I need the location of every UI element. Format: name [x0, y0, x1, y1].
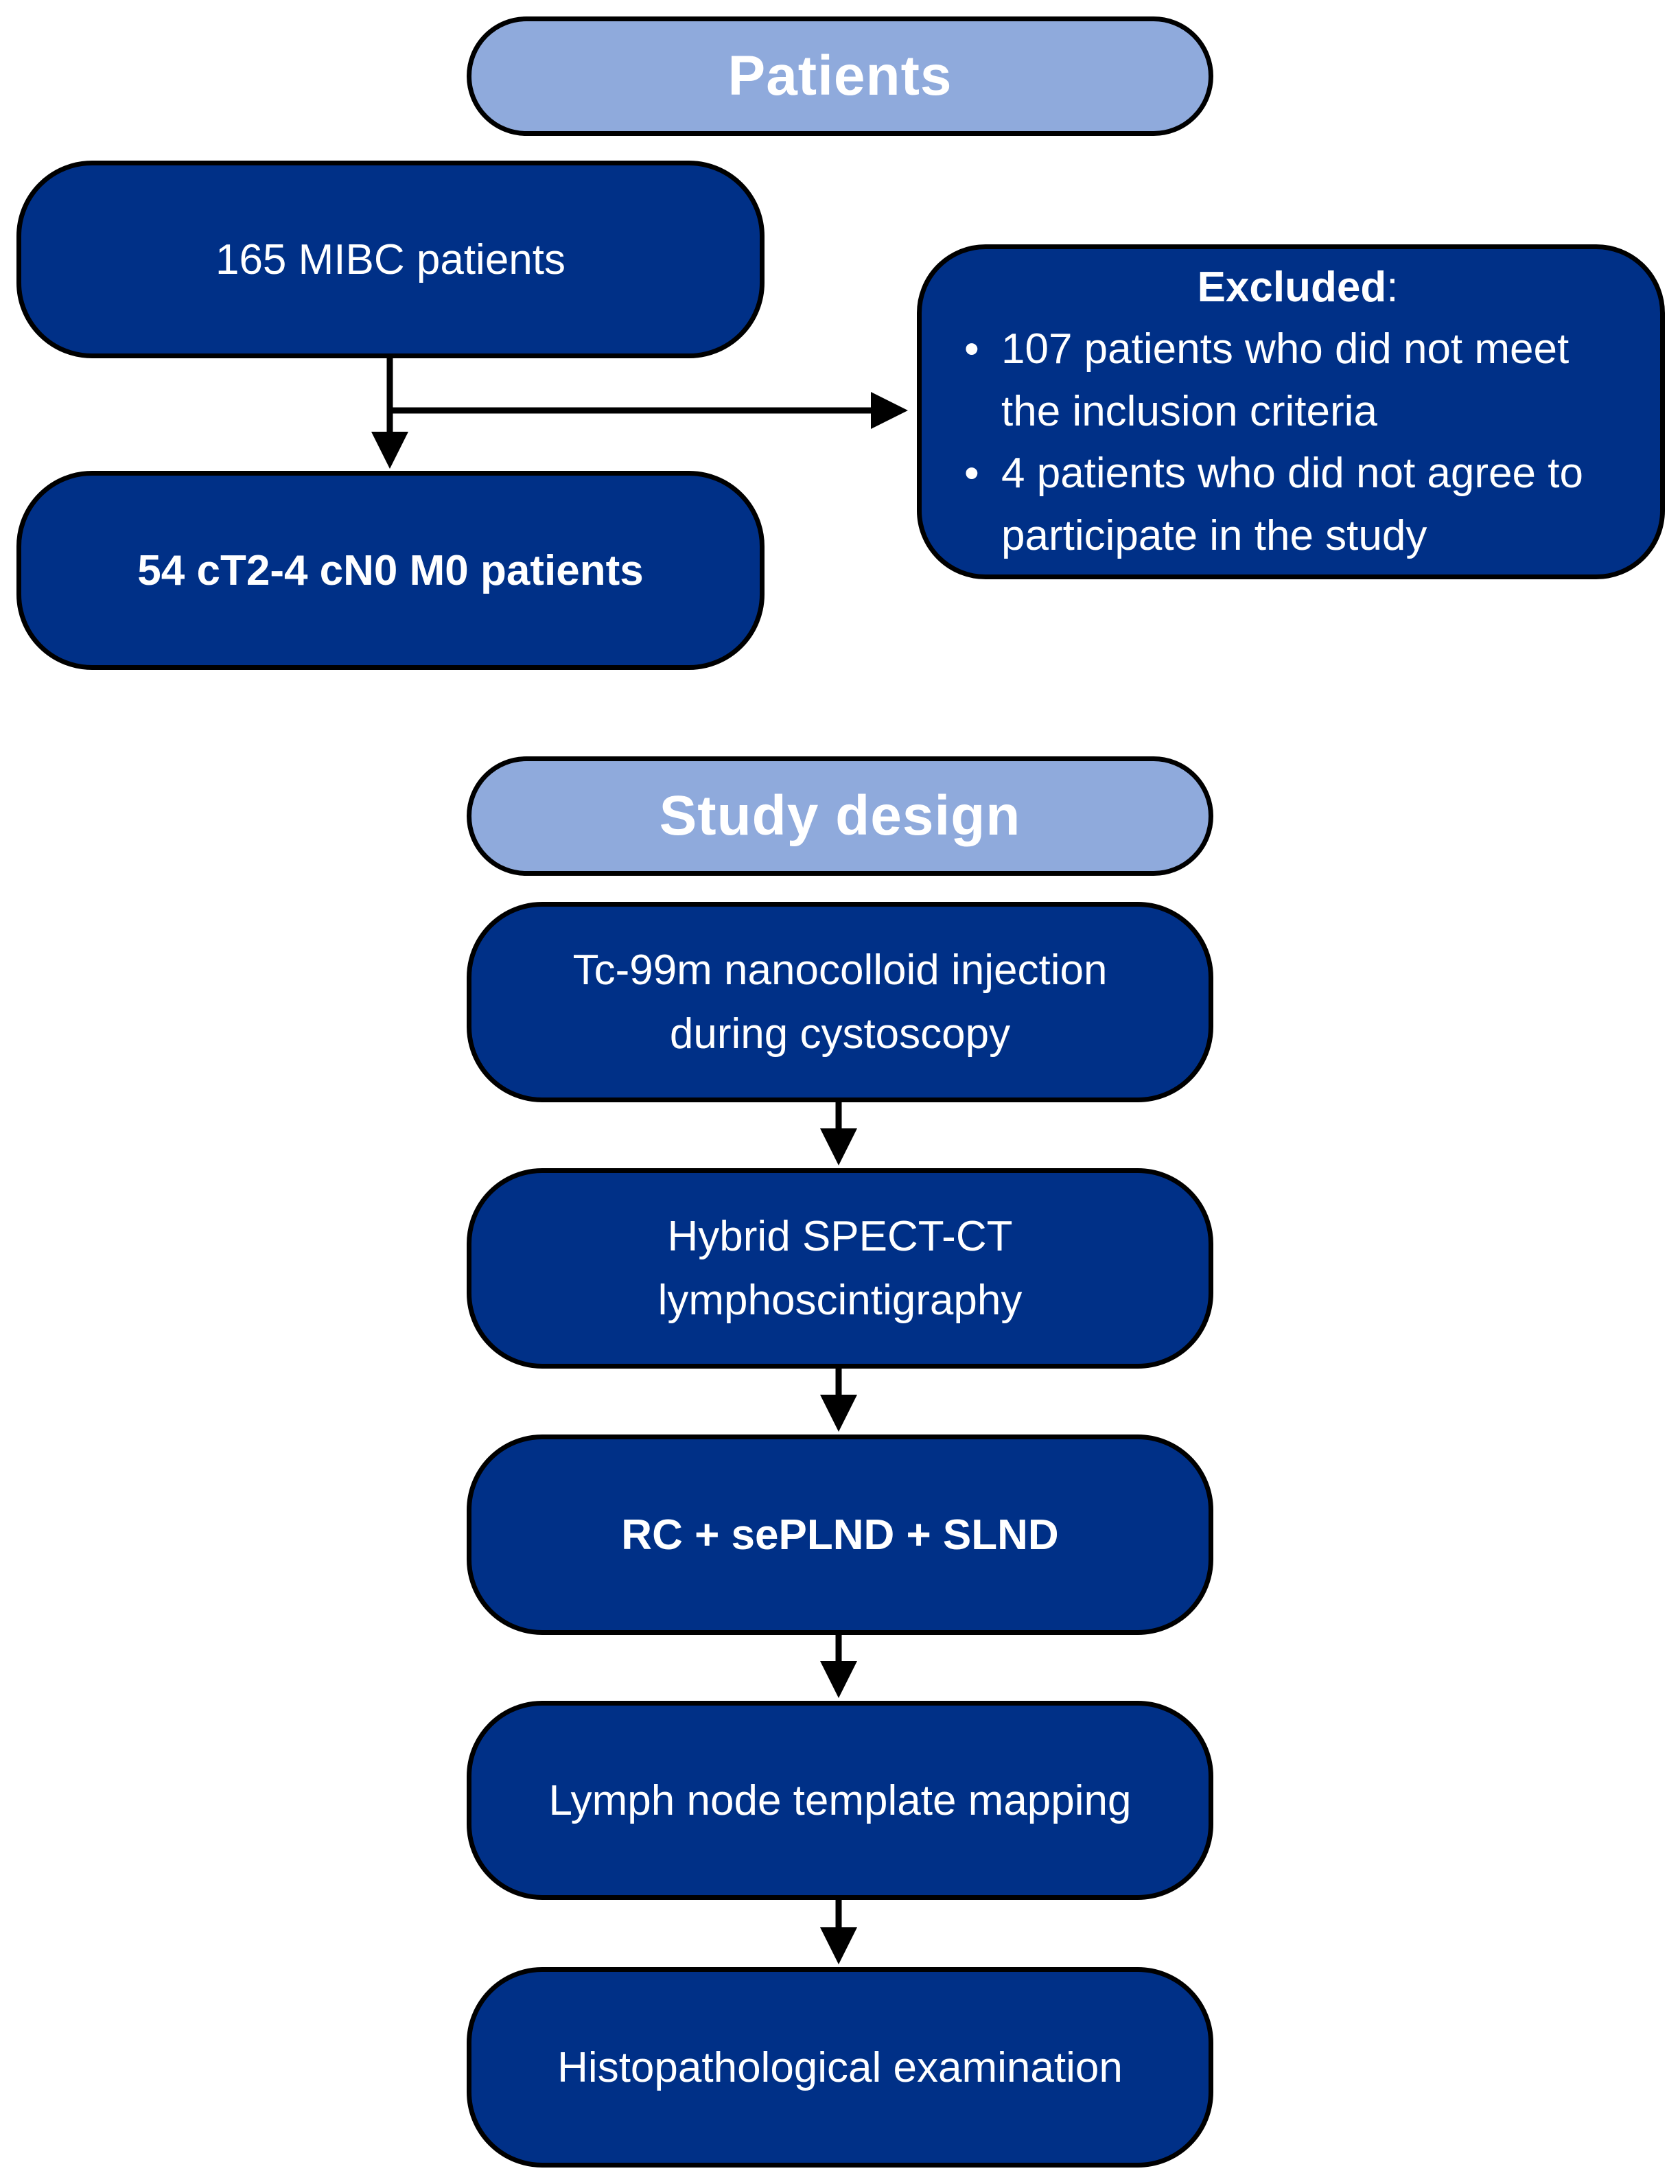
excluded-item-text: 107 patients who did not meet the inclus… [1001, 325, 1570, 435]
enrolled-box: 165 MIBC patients [16, 161, 765, 358]
study-design-header-label: Study design [659, 785, 1021, 847]
step-spect-ct-line2: lymphoscintigraphy [657, 1277, 1023, 1324]
included-box: 54 cT2-4 cN0 M0 patients [16, 471, 765, 670]
excluded-box: Excluded: • 107 patients who did not mee… [917, 244, 1665, 579]
excluded-item: • 4 patients who did not agree to partic… [963, 443, 1633, 567]
bullet-icon: • [964, 325, 979, 373]
excluded-list: • 107 patients who did not meet the incl… [963, 318, 1633, 567]
excluded-item-text: 4 patients who did not agree to particip… [1001, 450, 1583, 559]
excluded-title-colon: : [1386, 263, 1399, 311]
step-injection-line1: Tc-99m nanocolloid injection [572, 946, 1108, 994]
step-surgery: RC + sePLND + SLND [467, 1434, 1213, 1635]
bullet-icon: • [964, 450, 979, 498]
step-spect-ct-line1: Hybrid SPECT-CT [667, 1213, 1013, 1260]
excluded-item: • 107 patients who did not meet the incl… [963, 318, 1633, 443]
study-design-header: Study design [467, 756, 1213, 876]
enrolled-label: 165 MIBC patients [215, 235, 566, 283]
included-label: 54 cT2-4 cN0 M0 patients [137, 546, 644, 594]
excluded-title: Excluded: [963, 257, 1633, 319]
step-injection-line2: during cystoscopy [669, 1010, 1011, 1058]
patients-header-label: Patients [727, 45, 953, 107]
excluded-title-text: Excluded [1197, 263, 1387, 311]
step-histopathology-label: Histopathological examination [557, 2043, 1123, 2091]
step-injection: Tc-99m nanocolloid injection during cyst… [467, 902, 1213, 1102]
step-surgery-label: RC + sePLND + SLND [621, 1511, 1059, 1559]
step-template-mapping-label: Lymph node template mapping [548, 1776, 1132, 1824]
step-spect-ct: Hybrid SPECT-CT lymphoscintigraphy [467, 1168, 1213, 1369]
patients-header: Patients [467, 16, 1213, 136]
step-histopathology: Histopathological examination [467, 1967, 1213, 2168]
step-template-mapping: Lymph node template mapping [467, 1701, 1213, 1900]
